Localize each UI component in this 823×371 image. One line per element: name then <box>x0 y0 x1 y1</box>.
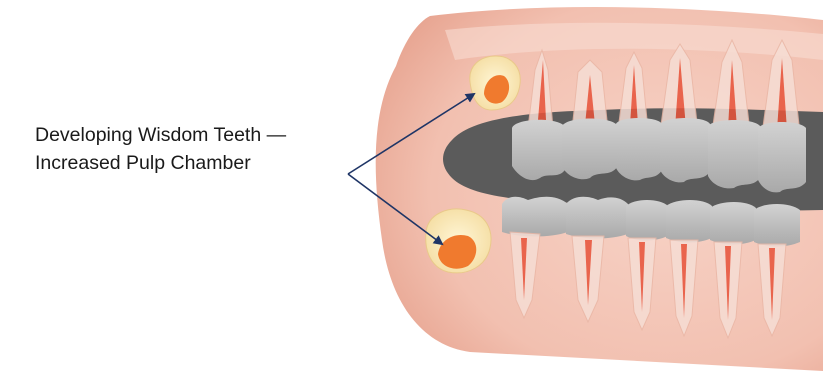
upper-wisdom-tooth <box>470 56 520 110</box>
upper-incisor <box>758 122 806 192</box>
upper-premolar-1 <box>616 118 662 180</box>
upper-molar-1 <box>512 120 566 180</box>
lower-wisdom-tooth <box>426 209 491 273</box>
upper-canine <box>708 120 760 188</box>
upper-molar-2 <box>562 119 618 180</box>
upper-premolar-2 <box>660 118 710 182</box>
